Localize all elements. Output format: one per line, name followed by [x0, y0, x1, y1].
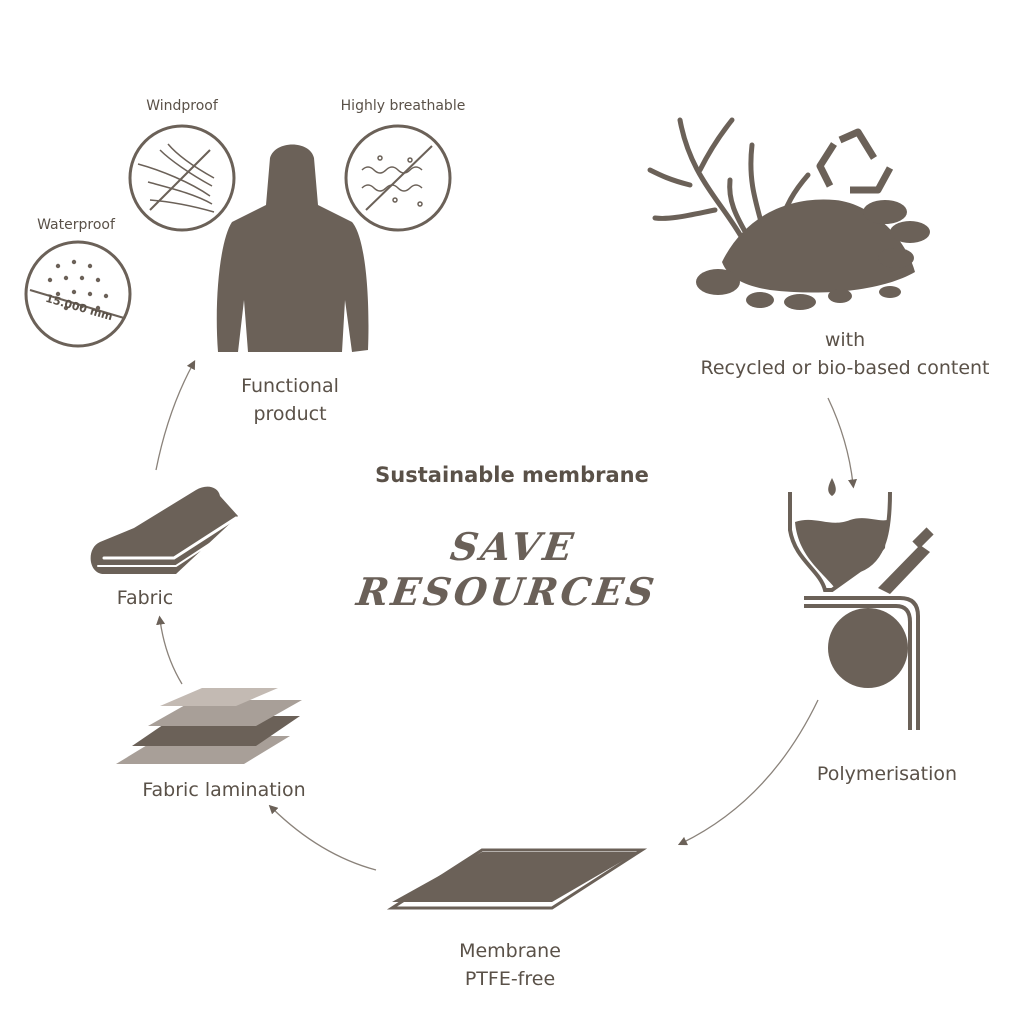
product-line2: product — [220, 400, 360, 428]
lamination-label: Fabric lamination — [126, 776, 322, 804]
raw-material-label: with Recycled or bio-based content — [690, 326, 1000, 382]
breathable-icon — [362, 146, 432, 210]
raw-material-line1: with — [690, 326, 1000, 354]
arrow-to-fabric — [160, 620, 182, 684]
membrane-sheet-icon — [392, 850, 642, 908]
arrow-to-polymerisation — [828, 398, 853, 484]
membrane-line1: Membrane — [420, 937, 600, 965]
membrane-label: Membrane PTFE-free — [420, 937, 600, 993]
breathable-label: Highly breathable — [328, 97, 478, 115]
recycle-icon — [820, 132, 890, 190]
arrow-to-product — [156, 364, 193, 470]
raw-material-icon — [650, 120, 930, 310]
wind-icon — [138, 144, 214, 212]
breathable-badge — [346, 126, 450, 230]
center-title: Sustainable membrane — [332, 463, 692, 487]
funnel-icon — [790, 478, 890, 590]
product-line1: Functional — [220, 372, 360, 400]
windproof-badge — [130, 126, 234, 230]
windproof-label: Windproof — [126, 97, 238, 115]
layers-icon — [116, 688, 302, 764]
folded-fabric-icon — [91, 487, 240, 574]
membrane-line2: PTFE-free — [420, 965, 600, 993]
product-label: Functional product — [220, 372, 360, 428]
fabric-label: Fabric — [100, 584, 190, 612]
waterproof-label: Waterproof — [20, 216, 132, 234]
roller-icon — [804, 598, 918, 730]
raw-material-line2: Recycled or bio-based content — [690, 354, 1000, 382]
polymerisation-label: Polymerisation — [800, 760, 974, 788]
polymerisation-icon — [790, 478, 934, 730]
arrow-to-membrane — [682, 700, 818, 843]
center-tagline: SAVE RESOURCES — [294, 524, 727, 614]
arrow-to-lamination — [272, 808, 376, 870]
